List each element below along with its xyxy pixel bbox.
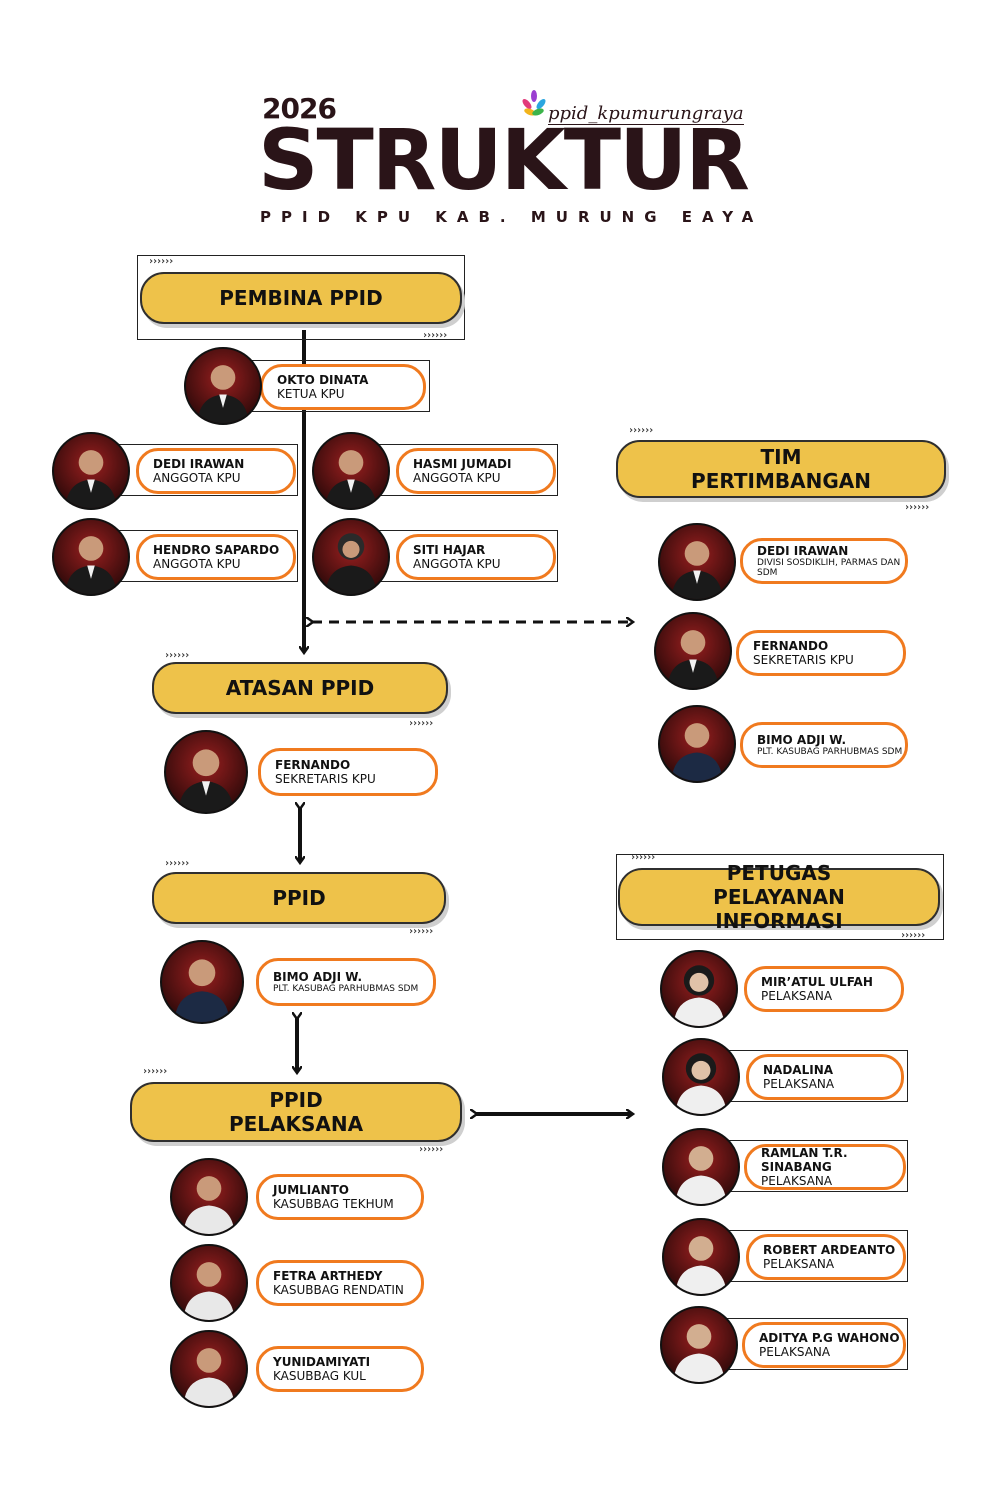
section-pembina-ppid: PEMBINA PPID [140,272,462,324]
person-role: KASUBBAG RENDATIN [273,1283,404,1297]
person-role: PELAKSANA [763,1077,835,1091]
person-photo-icon [170,1158,248,1236]
person-card-petugas-3: RAMLAN T.R. SINABANG PELAKSANA [744,1144,906,1190]
person-name: FERNANDO [275,758,351,772]
person-name: BIMO ADJI W. [757,733,847,747]
person-role: ANGGOTA KPU [153,557,241,571]
person-role: PLT. KASUBAG PARHUBMAS SDM [757,747,903,757]
person-photo-icon [312,518,390,596]
person-name: HENDRO SAPARDO [153,543,280,557]
petugas-frame [616,854,944,940]
person-role: PELAKSANA [761,1174,833,1188]
person-card-atasan: FERNANDO SEKRETARIS KPU [258,748,438,796]
person-photo-icon [52,432,130,510]
chevron-right-icon: ›››››› [408,718,434,729]
person-role: ANGGOTA KPU [413,557,501,571]
section-tim-pertimbangan: TIM PERTIMBANGAN [616,440,946,498]
page-title: STRUKTUR [258,111,750,209]
person-card-pelaksana-2: FETRA ARTHEDY KASUBBAG RENDATIN [256,1260,424,1306]
chevron-right-icon: ›››››› [628,425,654,436]
social-handle: ppid_kpumurungraya [548,103,744,125]
person-card-anggota-1: DEDI IRAWAN ANGGOTA KPU [136,448,296,494]
person-name: SITI HAJAR [413,543,486,557]
person-name: MIR’ATUL ULFAH [761,975,873,989]
person-card-ketua: OKTO DINATA KETUA KPU [260,364,426,410]
person-name: JUMLIANTO [273,1183,349,1197]
person-card-anggota-4: SITI HAJAR ANGGOTA KPU [396,534,556,580]
person-role: ANGGOTA KPU [413,471,501,485]
person-card-tim-1: DEDI IRAWAN DIVISI SOSDIKLIH, PARMAS DAN… [740,538,908,584]
person-name: FERNANDO [753,639,829,653]
person-role: KASUBBAG KUL [273,1369,366,1383]
person-photo-icon [662,1128,740,1206]
person-name: RAMLAN T.R. SINABANG [761,1146,848,1174]
person-photo-icon [662,1038,740,1116]
person-card-pelaksana-1: JUMLIANTO KASUBBAG TEKHUM [256,1174,424,1220]
person-card-pelaksana-3: YUNIDAMIYATI KASUBBAG KUL [256,1346,424,1392]
person-role: SEKRETARIS KPU [753,653,854,667]
person-name: YUNIDAMIYATI [273,1355,371,1369]
person-photo-icon [164,730,248,814]
person-photo-icon [660,950,738,1028]
section-atasan-ppid: ATASAN PPID [152,662,448,714]
section-ppid: PPID [152,872,446,924]
person-role: PLT. KASUBAG PARHUBMAS SDM [273,984,419,994]
person-name: NADALINA [763,1063,834,1077]
person-photo-icon [658,523,736,601]
chevron-right-icon: ›››››› [900,930,926,941]
person-name: ROBERT ARDEANTO [763,1243,896,1257]
person-photo-icon [660,1306,738,1384]
person-photo-icon [160,940,244,1024]
chevron-right-icon: ›››››› [142,1066,168,1077]
person-card-petugas-2: NADALINA PELAKSANA [746,1054,904,1100]
pembina-frame [137,255,465,340]
person-name: HASMI JUMADI [413,457,512,471]
person-card-ppid: BIMO ADJI W. PLT. KASUBAG PARHUBMAS SDM [256,958,436,1006]
person-role: PELAKSANA [761,989,833,1003]
person-name: FETRA ARTHEDY [273,1269,383,1283]
person-photo-icon [52,518,130,596]
chevron-right-icon: ›››››› [904,502,930,513]
person-card-anggota-2: HASMI JUMADI ANGGOTA KPU [396,448,556,494]
person-photo-icon [662,1218,740,1296]
person-card-tim-2: FERNANDO SEKRETARIS KPU [736,630,906,676]
person-name: DEDI IRAWAN [153,457,245,471]
chevron-right-icon: ›››››› [164,650,190,661]
person-role: ANGGOTA KPU [153,471,241,485]
person-card-tim-3: BIMO ADJI W. PLT. KASUBAG PARHUBMAS SDM [740,722,908,768]
person-photo-icon [170,1244,248,1322]
flower-logo-icon [522,90,546,116]
chevron-right-icon: ›››››› [418,1144,444,1155]
person-card-anggota-3: HENDRO SAPARDO ANGGOTA KPU [136,534,296,580]
person-role: KETUA KPU [277,387,345,401]
person-photo-icon [312,432,390,510]
chevron-right-icon: ›››››› [408,926,434,937]
chevron-right-icon: ›››››› [148,256,174,267]
person-name: DEDI IRAWAN [757,544,849,558]
chevron-right-icon: ›››››› [422,330,448,341]
year-label: 2026 [262,92,337,125]
chevron-right-icon: ›››››› [164,858,190,869]
person-role: SEKRETARIS KPU [275,772,376,786]
page-subtitle: PPID KPU KAB. MURUNG EAYA [260,208,764,226]
section-petugas-pelayanan: PETUGAS PELAYANAN INFORMASI [618,861,940,933]
person-role: PELAKSANA [763,1257,835,1271]
person-card-petugas-5: ADITYA P.G WAHONO PELAKSANA [742,1322,906,1368]
person-card-petugas-1: MIR’ATUL ULFAH PELAKSANA [744,966,904,1012]
chevron-right-icon: ›››››› [630,852,656,863]
person-photo-icon [654,612,732,690]
person-photo-icon [658,705,736,783]
person-photo-icon [170,1330,248,1408]
section-ppid-pelaksana: PPID PELAKSANA [130,1082,462,1142]
person-role: PELAKSANA [759,1345,831,1359]
person-name: BIMO ADJI W. [273,970,363,984]
person-role: DIVISI SOSDIKLIH, PARMAS DAN SDM [757,558,901,578]
person-card-petugas-4: ROBERT ARDEANTO PELAKSANA [746,1234,906,1280]
person-name: OKTO DINATA [277,373,369,387]
person-role: KASUBBAG TEKHUM [273,1197,394,1211]
person-name: ADITYA P.G WAHONO [759,1331,900,1345]
person-photo-icon [184,347,262,425]
